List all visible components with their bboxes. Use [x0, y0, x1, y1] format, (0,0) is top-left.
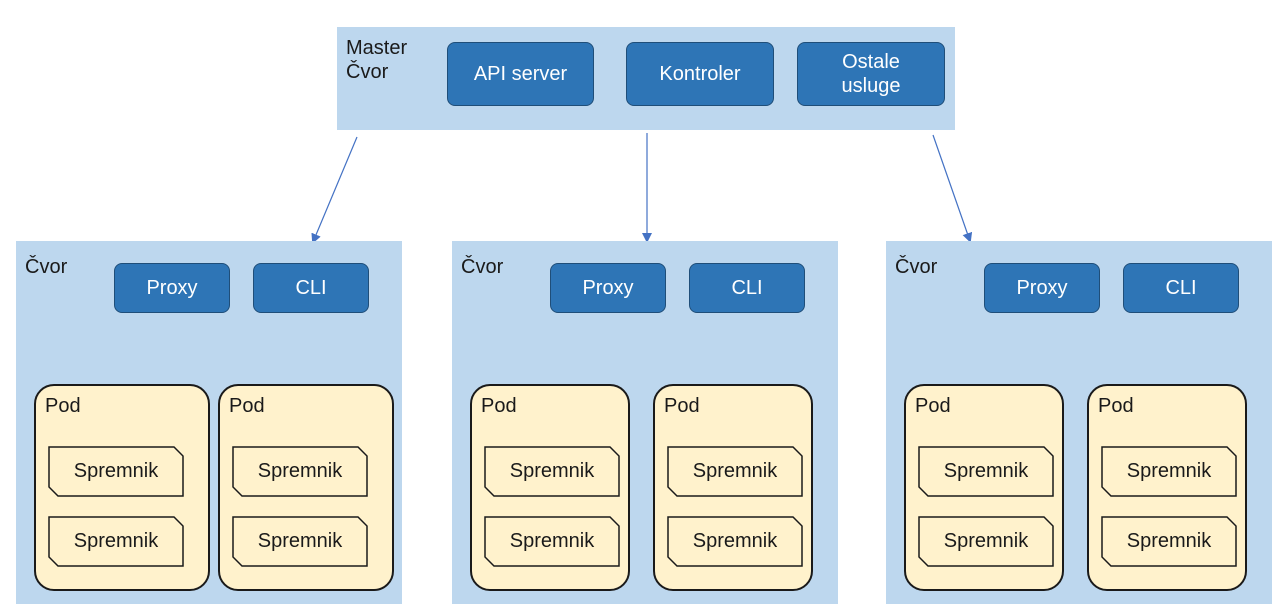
pod-label: Pod: [915, 395, 951, 417]
container-2: Spremnik: [918, 516, 1054, 567]
container-1: Spremnik: [484, 446, 620, 497]
ostale-usluge-box: Ostale usluge: [797, 42, 945, 106]
pod-2: Pod Spremnik Spremnik: [218, 384, 394, 591]
kontroler-box: Kontroler: [626, 42, 774, 106]
container-label: Spremnik: [73, 530, 159, 552]
worker-node-label: Čvor: [25, 256, 68, 278]
container-1: Spremnik: [48, 446, 184, 497]
pod-label: Pod: [229, 395, 265, 417]
worker-node-label: Čvor: [461, 256, 504, 278]
container-label: Spremnik: [692, 530, 778, 552]
pod-label: Pod: [45, 395, 81, 417]
proxy-box: Proxy: [114, 263, 230, 313]
container-1: Spremnik: [918, 446, 1054, 497]
container-1: Spremnik: [1101, 446, 1237, 497]
pod-label: Pod: [481, 395, 517, 417]
worker-node-panel-2: Čvor Proxy CLI Pod Spremnik Spremnik Pod…: [452, 241, 838, 604]
container-2: Spremnik: [484, 516, 620, 567]
container-label: Spremnik: [943, 460, 1029, 482]
cli-box: CLI: [1123, 263, 1239, 313]
container-1: Spremnik: [232, 446, 368, 497]
container-1: Spremnik: [667, 446, 803, 497]
container-label: Spremnik: [257, 530, 343, 552]
pod-label: Pod: [664, 395, 700, 417]
arrow-to-node-1: [311, 136, 358, 244]
container-label: Spremnik: [257, 460, 343, 482]
container-label: Spremnik: [73, 460, 159, 482]
container-label: Spremnik: [943, 530, 1029, 552]
worker-node-panel-3: Čvor Proxy CLI Pod Spremnik Spremnik Pod…: [886, 241, 1272, 604]
master-node-label: Master Čvor: [346, 37, 408, 83]
pod-1: Pod Spremnik Spremnik: [904, 384, 1064, 591]
api-server-box: API server: [447, 42, 594, 106]
pod-2: Pod Spremnik Spremnik: [1087, 384, 1247, 591]
container-label: Spremnik: [692, 460, 778, 482]
worker-node-panel-1: Čvor Proxy CLI Pod Spremnik Spremnik Pod…: [16, 241, 402, 604]
master-node-panel: Master Čvor API server Kontroler Ostale …: [337, 27, 955, 130]
container-2: Spremnik: [1101, 516, 1237, 567]
worker-node-label: Čvor: [895, 256, 938, 278]
pod-1: Pod Spremnik Spremnik: [34, 384, 210, 591]
cli-box: CLI: [689, 263, 805, 313]
container-2: Spremnik: [232, 516, 368, 567]
container-label: Spremnik: [509, 530, 595, 552]
container-label: Spremnik: [1126, 530, 1212, 552]
pod-label: Pod: [1098, 395, 1134, 417]
pod-1: Pod Spremnik Spremnik: [470, 384, 630, 591]
proxy-box: Proxy: [550, 263, 666, 313]
container-label: Spremnik: [509, 460, 595, 482]
container-label: Spremnik: [1126, 460, 1212, 482]
proxy-box: Proxy: [984, 263, 1100, 313]
container-2: Spremnik: [48, 516, 184, 567]
cli-box: CLI: [253, 263, 369, 313]
pod-2: Pod Spremnik Spremnik: [653, 384, 813, 591]
arrow-to-node-3: [932, 134, 973, 243]
container-2: Spremnik: [667, 516, 803, 567]
